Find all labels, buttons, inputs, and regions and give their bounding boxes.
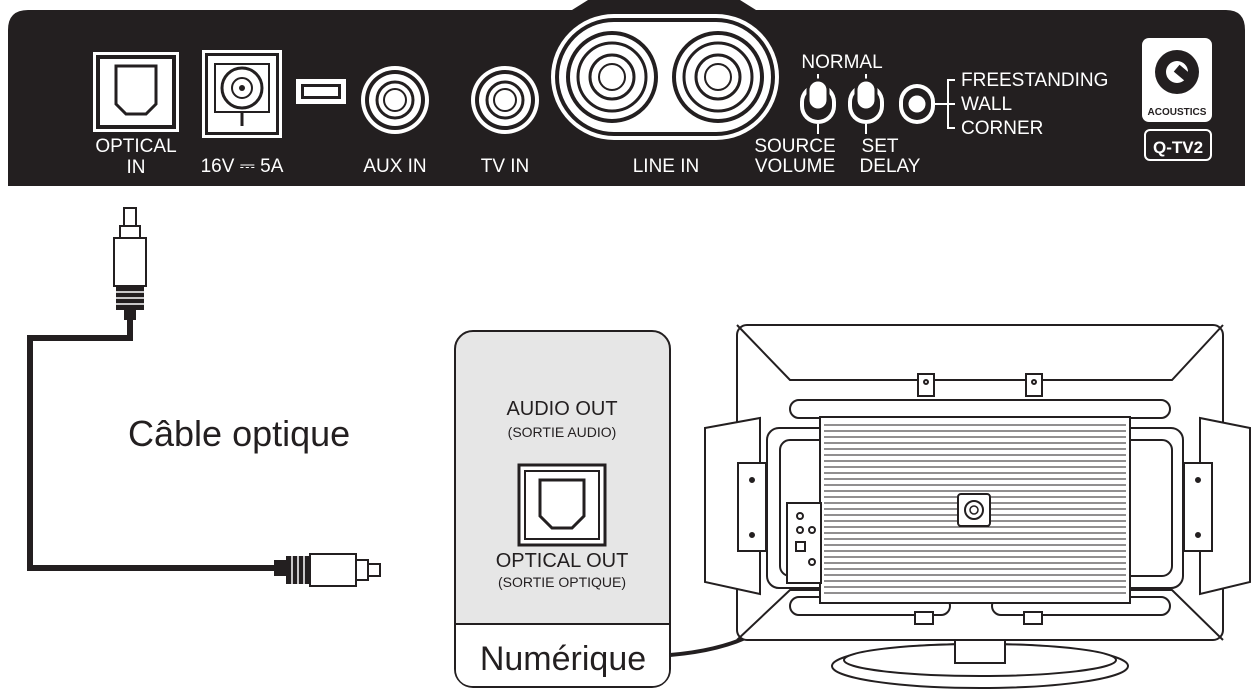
placement-corner: CORNER (961, 118, 1043, 139)
optical-out-port (517, 463, 607, 547)
switch2-label-line2: DELAY (860, 156, 921, 177)
aux-in-jack (361, 66, 429, 134)
optical-in-label-line2: IN (127, 157, 146, 178)
placement-switch[interactable] (899, 84, 935, 124)
model-badge: Q-TV2 (1153, 138, 1203, 157)
placement-freestanding: FREESTANDING (961, 70, 1108, 91)
tv-back (704, 324, 1251, 689)
optical-in-label-line1: OPTICAL (95, 136, 176, 157)
tv-module-logo (957, 493, 991, 527)
audio-out-sublabel: (SORTIE AUDIO) (508, 424, 617, 440)
optical-out-label: OPTICAL OUT (496, 550, 629, 572)
brand-label: ACOUSTICS (1148, 107, 1207, 118)
line-in-jacks (551, 14, 779, 140)
usb-port (296, 79, 346, 104)
q-acoustics-logo: ACOUSTICS (1142, 38, 1212, 122)
optical-out-sublabel: (SORTIE OPTIQUE) (498, 574, 626, 590)
source-volume-switch[interactable] (800, 78, 836, 124)
digital-label: Numérique (480, 640, 646, 678)
normal-label: NORMAL (801, 52, 882, 73)
switch1-label-line2: VOLUME (755, 156, 835, 177)
switch1-label-line1: SOURCE (754, 136, 835, 157)
rear-panel: OPTICAL IN 16V ⎓ 5A AUX IN (8, 0, 1245, 186)
optical-cable (27, 207, 381, 587)
tv-in-jack (471, 66, 539, 134)
dc-power-port (202, 50, 282, 138)
tv-in-label: TV IN (481, 156, 530, 177)
aux-in-label: AUX IN (363, 156, 426, 177)
line-in-label: LINE IN (633, 156, 700, 177)
placement-wall: WALL (961, 94, 1012, 115)
power-label: 16V ⎓ 5A (201, 156, 284, 177)
cable-label: Câble optique (128, 413, 350, 454)
audio-out-label: AUDIO OUT (506, 398, 617, 420)
switch2-label-line1: SET (862, 136, 899, 157)
tv-audio-callout: AUDIO OUT (SORTIE AUDIO) OPTICAL OUT (SO… (454, 330, 671, 688)
optical-in-port (93, 52, 179, 132)
set-delay-switch[interactable] (848, 78, 884, 124)
